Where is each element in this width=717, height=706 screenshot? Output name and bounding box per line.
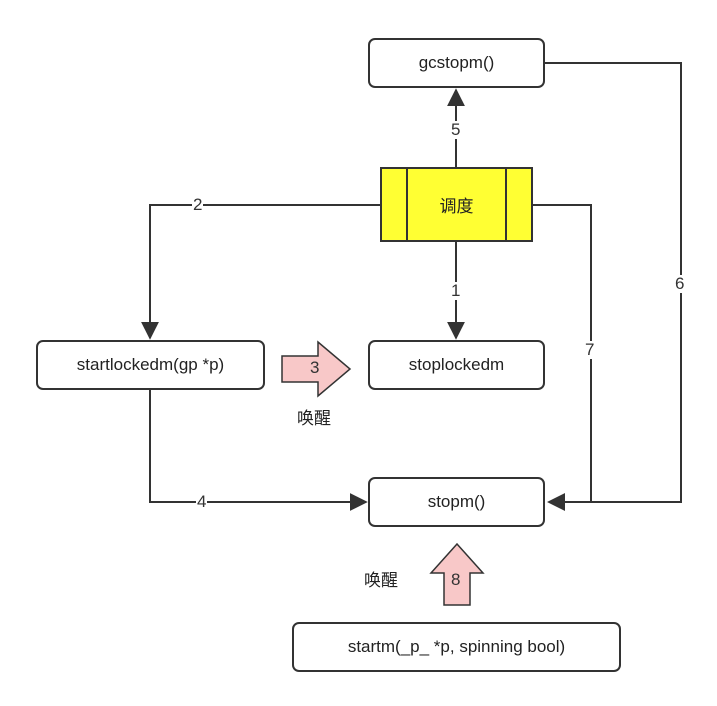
wake-arrow-3 xyxy=(281,340,352,398)
node-startm-label: startm(_p_ *p, spinning bool) xyxy=(347,637,566,656)
schedule-divider-right xyxy=(505,169,507,240)
node-startm: startm(_p_ *p, spinning bool) xyxy=(292,622,621,672)
wake-label-b: 唤醒 xyxy=(364,571,398,591)
edge-4-line xyxy=(149,390,368,511)
node-startlockedm: startlockedm(gp *p) xyxy=(36,340,265,390)
edge-6-line xyxy=(545,62,682,511)
node-stopm: stopm() xyxy=(368,477,545,527)
node-schedule: 调度 xyxy=(380,167,533,242)
node-gcstopm-label: gcstopm() xyxy=(418,53,495,72)
edge-2-line xyxy=(141,204,381,340)
edge-label-1: 1 xyxy=(450,281,462,300)
edge-label-6: 6 xyxy=(674,274,686,293)
wake-arrow-8 xyxy=(429,542,485,606)
edge-label-8: 8 xyxy=(451,570,461,589)
schedule-divider-left xyxy=(406,169,408,240)
node-startlockedm-label: startlockedm(gp *p) xyxy=(76,355,225,374)
edge-label-2: 2 xyxy=(192,195,204,214)
node-schedule-label: 调度 xyxy=(439,197,474,217)
node-stopm-label: stopm() xyxy=(427,492,486,511)
edge-label-4: 4 xyxy=(196,492,208,511)
edge-label-7: 7 xyxy=(584,340,596,359)
wake-label-a: 唤醒 xyxy=(297,409,331,429)
node-stoplockedm-label: stoplockedm xyxy=(408,355,505,374)
edge-label-5: 5 xyxy=(450,120,462,139)
node-gcstopm: gcstopm() xyxy=(368,38,545,88)
node-stoplockedm: stoplockedm xyxy=(368,340,545,390)
edge-label-3: 3 xyxy=(310,358,320,377)
